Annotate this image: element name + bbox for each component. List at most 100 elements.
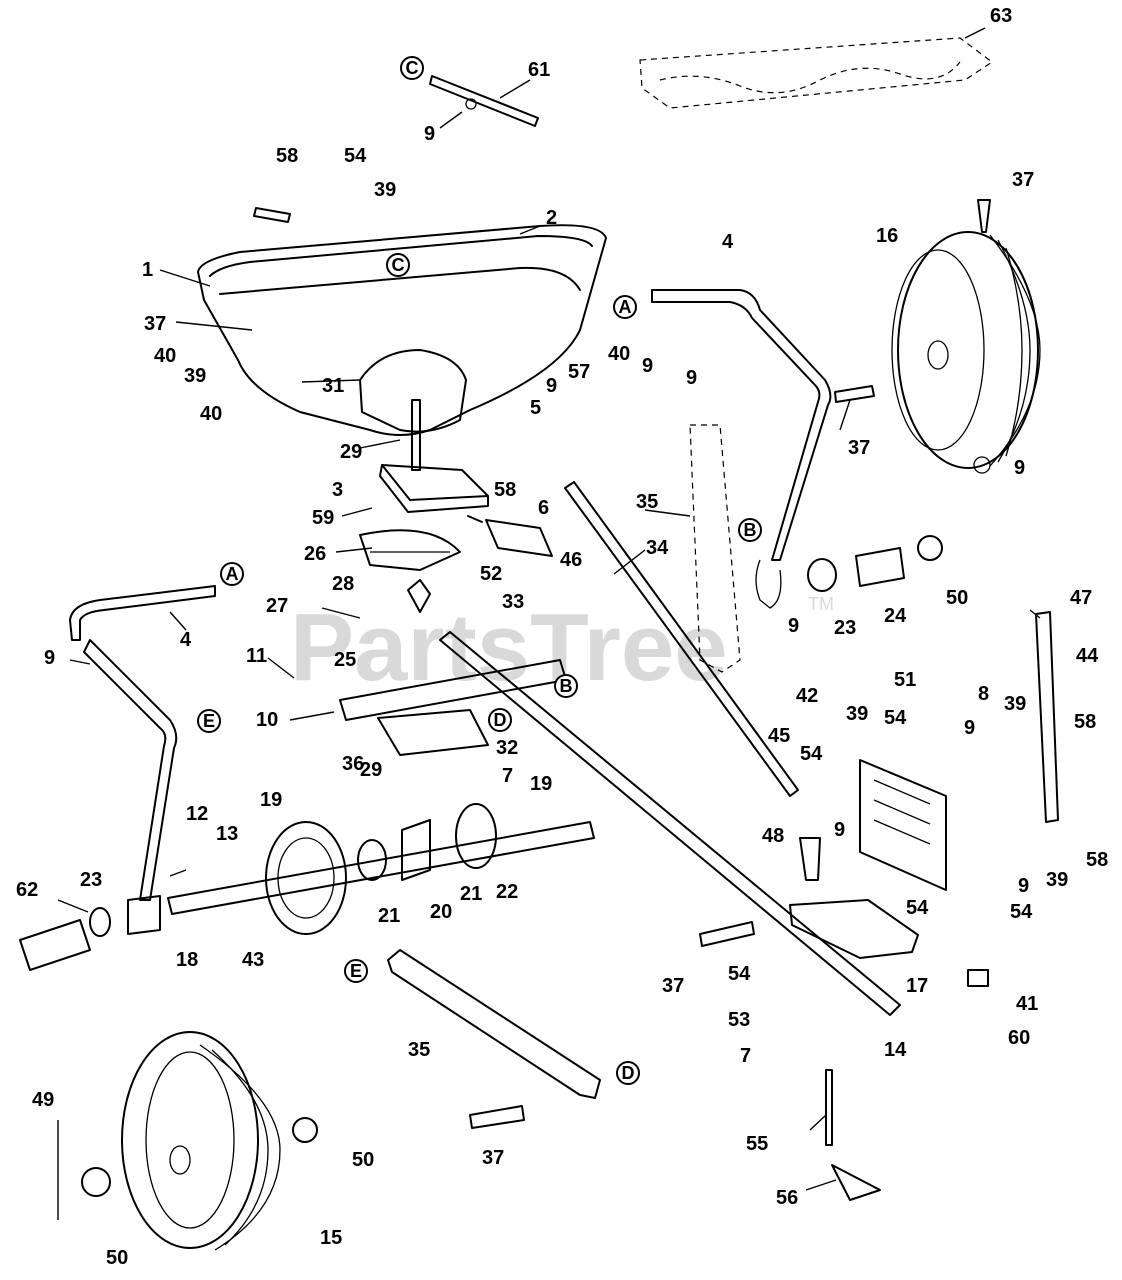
callout-46: 46 [560,549,582,571]
callout-61: 61 [528,59,550,81]
callout-24: 24 [884,605,907,627]
callout-37: 37 [848,437,870,459]
callout-52: 52 [480,563,502,585]
callout-58: 58 [1086,849,1108,871]
ref-b-center: B [554,674,578,698]
callout-9: 9 [44,647,55,669]
part-spacer-24 [855,547,905,587]
callout-10: 10 [256,709,278,731]
callout-28: 28 [332,573,354,595]
svg-text:D: D [622,1063,635,1083]
svg-text:E: E [203,711,215,731]
ref-e-left: E [197,709,221,733]
callout-2: 2 [546,207,557,229]
callout-54: 54 [728,963,751,985]
callout-23: 23 [80,869,102,891]
callout-48: 48 [762,825,784,847]
callout-60: 60 [1008,1027,1030,1049]
callout-9: 9 [1018,875,1029,897]
svg-text:B: B [560,676,573,696]
callout-9: 9 [424,123,435,145]
callout-11: 11 [246,645,267,667]
bolt-37-lower [469,1105,525,1129]
callout-42: 42 [796,685,818,707]
callout-54: 54 [906,897,929,919]
svg-text:A: A [619,297,632,317]
ref-b-right: B [738,518,762,542]
washer-50-left-b [81,1167,111,1197]
callout-53: 53 [728,1009,750,1031]
callout-54: 54 [344,145,367,167]
callout-9: 9 [686,367,697,389]
callout-22: 22 [496,881,518,903]
callout-55: 55 [746,1133,768,1155]
callout-9: 9 [546,375,557,397]
part-rod-61 [429,75,539,127]
svg-text:A: A [226,564,239,584]
bolt-37-handle [834,385,875,403]
callout-39: 39 [374,179,396,201]
callout-35: 35 [636,491,658,513]
part-hopper [197,224,607,436]
ref-d-lower: D [616,1061,640,1085]
callout-57: 57 [568,361,590,383]
callout-19: 19 [530,773,552,795]
callout-20: 20 [430,901,452,923]
bolt-48 [799,837,821,881]
callout-9: 9 [964,717,975,739]
plate-42-slots [873,779,931,845]
callout-47: 47 [1070,587,1092,609]
callout-56: 56 [776,1187,798,1209]
svg-text:C: C [406,58,419,78]
callout-15: 15 [320,1227,342,1249]
part-plate-46 [485,519,553,557]
svg-text:E: E [350,961,362,981]
callout-35: 35 [408,1039,430,1061]
bolt-58-top [253,207,291,223]
bolt-37-wheel [977,199,991,233]
washer-50-right [917,535,943,561]
callout-39: 39 [1046,869,1068,891]
part-frame-rod [439,631,901,1016]
callout-58: 58 [1074,711,1096,733]
part-cover [639,37,994,109]
part-lever-44 [1035,611,1059,823]
callout-1: 1 [142,259,153,281]
callout-4: 4 [180,629,192,651]
callout-58: 58 [276,145,298,167]
callout-16: 16 [876,225,898,247]
svg-text:D: D [494,710,507,730]
callout-63: 63 [990,5,1012,27]
callout-9: 9 [1014,457,1025,479]
part-bracket-17 [789,899,919,959]
callout-13: 13 [216,823,238,845]
callout-32: 32 [496,737,518,759]
callout-18: 18 [176,949,198,971]
ref-d-center: D [488,708,512,732]
callout-9: 9 [788,615,799,637]
callout-41: 41 [1016,993,1038,1015]
part-bracket-36 [377,709,489,756]
ref-a-left: A [220,562,244,586]
ref-c-hopper: C [386,253,410,277]
callout-14: 14 [884,1039,907,1061]
watermark-tm: TM [808,594,834,614]
callout-40: 40 [154,345,176,367]
callout-4: 4 [722,231,734,253]
callout-58: 58 [494,479,516,501]
callout-37: 37 [1012,169,1034,191]
bolt-37-bracket [699,921,755,947]
callout-43: 43 [242,949,264,971]
callout-25: 25 [334,649,356,671]
callout-40: 40 [608,343,630,365]
callout-29: 29 [340,441,362,463]
callout-50: 50 [946,587,968,609]
callout-37: 37 [662,975,684,997]
callout-62: 62 [16,879,38,901]
callout-50: 50 [106,1247,128,1269]
callout-44: 44 [1076,645,1099,667]
callout-54: 54 [800,743,823,765]
callout-39: 39 [1004,693,1026,715]
callout-39: 39 [846,703,868,725]
